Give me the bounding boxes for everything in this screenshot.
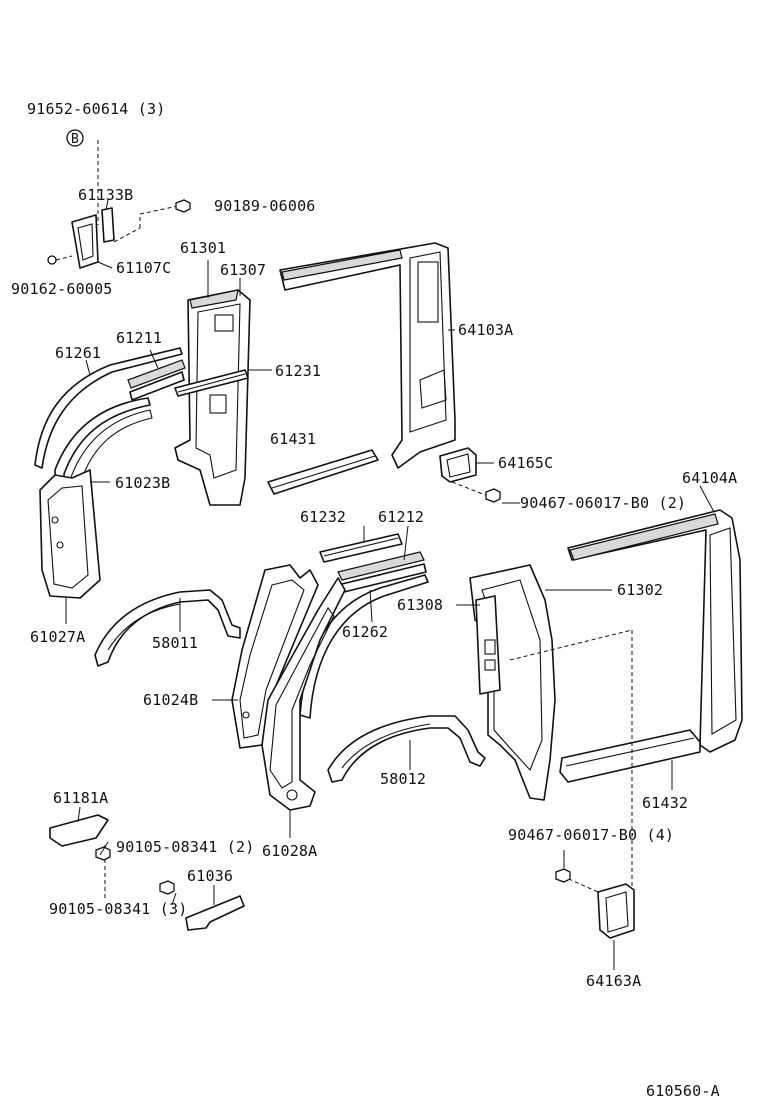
strip-61232 bbox=[319, 533, 403, 563]
label-91652-60614: 91652-60614 (3) bbox=[27, 100, 165, 118]
label-61262: 61262 bbox=[342, 623, 388, 641]
label-61023B: 61023B bbox=[115, 474, 170, 492]
label-61107C: 61107C bbox=[116, 259, 171, 277]
label-64104A: 64104A bbox=[682, 469, 737, 487]
label-58011: 58011 bbox=[152, 634, 198, 652]
label-64103A: 64103A bbox=[458, 321, 513, 339]
label-61307: 61307 bbox=[220, 261, 266, 279]
label-61301: 61301 bbox=[180, 239, 226, 257]
strip-61211 bbox=[127, 359, 186, 401]
leader-lines bbox=[65, 199, 715, 970]
strip-61231 bbox=[174, 369, 249, 397]
label-61432: 61432 bbox=[642, 794, 688, 812]
label-61308: 61308 bbox=[397, 596, 443, 614]
label-64165C: 64165C bbox=[498, 454, 553, 472]
bracket-64165C bbox=[439, 447, 501, 503]
arch-58012 bbox=[327, 715, 486, 783]
label-90467-06017-B0-4: 90467-06017-B0 (4) bbox=[508, 826, 674, 844]
panel-64103A bbox=[279, 242, 456, 469]
pillar-61027A bbox=[39, 469, 101, 599]
panel-64104A bbox=[567, 509, 743, 753]
label-61027A: 61027A bbox=[30, 628, 85, 646]
diagram-id: 610560-A bbox=[646, 1082, 720, 1100]
rail-61431 bbox=[267, 449, 379, 495]
label-61212: 61212 bbox=[378, 508, 424, 526]
label-90467-06017-B0-2: 90467-06017-B0 (2) bbox=[520, 494, 686, 512]
pillar-61028A bbox=[261, 577, 346, 811]
label-61133B: 61133B bbox=[78, 186, 133, 204]
clip-91652: B bbox=[66, 129, 99, 225]
pillar-61301 bbox=[174, 289, 251, 506]
label-61028A: 61028A bbox=[262, 842, 317, 860]
label-90105-08341-3: 90105-08341 (3) bbox=[49, 900, 187, 918]
label-61232: 61232 bbox=[300, 508, 346, 526]
label-61431: 61431 bbox=[270, 430, 316, 448]
strip-61261 bbox=[34, 347, 183, 469]
bracket-61036 bbox=[159, 880, 245, 931]
label-61211: 61211 bbox=[116, 329, 162, 347]
label-61302: 61302 bbox=[617, 581, 663, 599]
label-90105-08341-2: 90105-08341 (2) bbox=[116, 838, 254, 856]
label-90189-06006: 90189-06006 bbox=[214, 197, 316, 215]
label-61231: 61231 bbox=[275, 362, 321, 380]
label-61261: 61261 bbox=[55, 344, 101, 362]
label-61024B: 61024B bbox=[143, 691, 198, 709]
label-64163A: 64163A bbox=[586, 972, 641, 990]
sill-61432 bbox=[559, 729, 701, 783]
bracket-64163A bbox=[555, 868, 635, 939]
label-90162-60005: 90162-60005 bbox=[11, 280, 113, 298]
label-61181A: 61181A bbox=[53, 789, 108, 807]
bracket-61107C bbox=[47, 199, 191, 269]
svg-text:B: B bbox=[71, 132, 79, 147]
arch-58011 bbox=[94, 589, 241, 667]
pillar-61302 bbox=[469, 564, 556, 801]
label-61036: 61036 bbox=[187, 867, 233, 885]
label-58012: 58012 bbox=[380, 770, 426, 788]
bracket-61181A bbox=[49, 814, 111, 900]
